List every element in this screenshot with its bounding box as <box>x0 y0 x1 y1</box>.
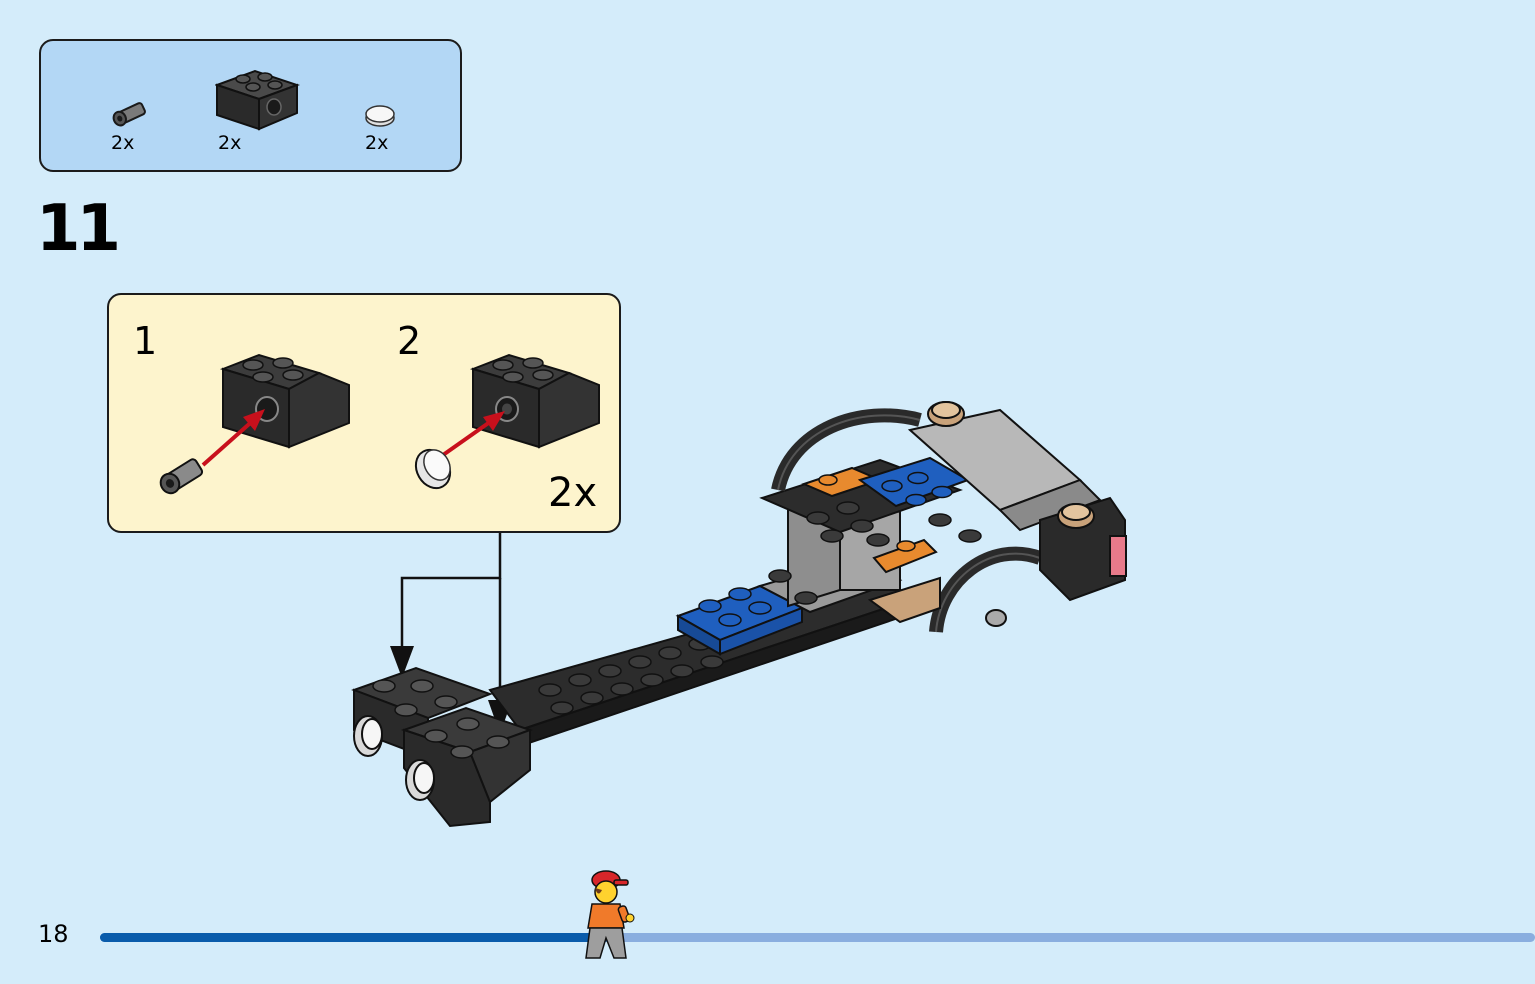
part-quantity-1: 2x <box>111 132 135 154</box>
build-progress-fill <box>100 933 610 942</box>
part-quantity-3: 2x <box>365 132 389 154</box>
minifigure-progress-marker-icon <box>585 870 635 959</box>
subassembly-callout: 1 2 2x <box>107 293 621 533</box>
round-tile-part-icon <box>365 105 395 127</box>
substep-2-illustration <box>414 353 600 490</box>
step-number: 11 <box>36 192 121 266</box>
substep-1-illustration <box>159 353 350 495</box>
vehicle-chassis-model <box>351 401 1127 828</box>
part-quantity-2: 2x <box>218 132 242 154</box>
callout-multiplier: 2x <box>548 470 598 516</box>
build-progress-bar <box>100 933 1535 942</box>
technic-brick-part-icon <box>215 69 301 131</box>
substep-number-2: 2 <box>397 319 422 363</box>
parts-list-box: 2x 2x 2x <box>39 39 462 172</box>
page-number: 18 <box>38 920 69 948</box>
substep-number-1: 1 <box>133 319 158 363</box>
axle-pin-part-icon <box>112 102 146 127</box>
